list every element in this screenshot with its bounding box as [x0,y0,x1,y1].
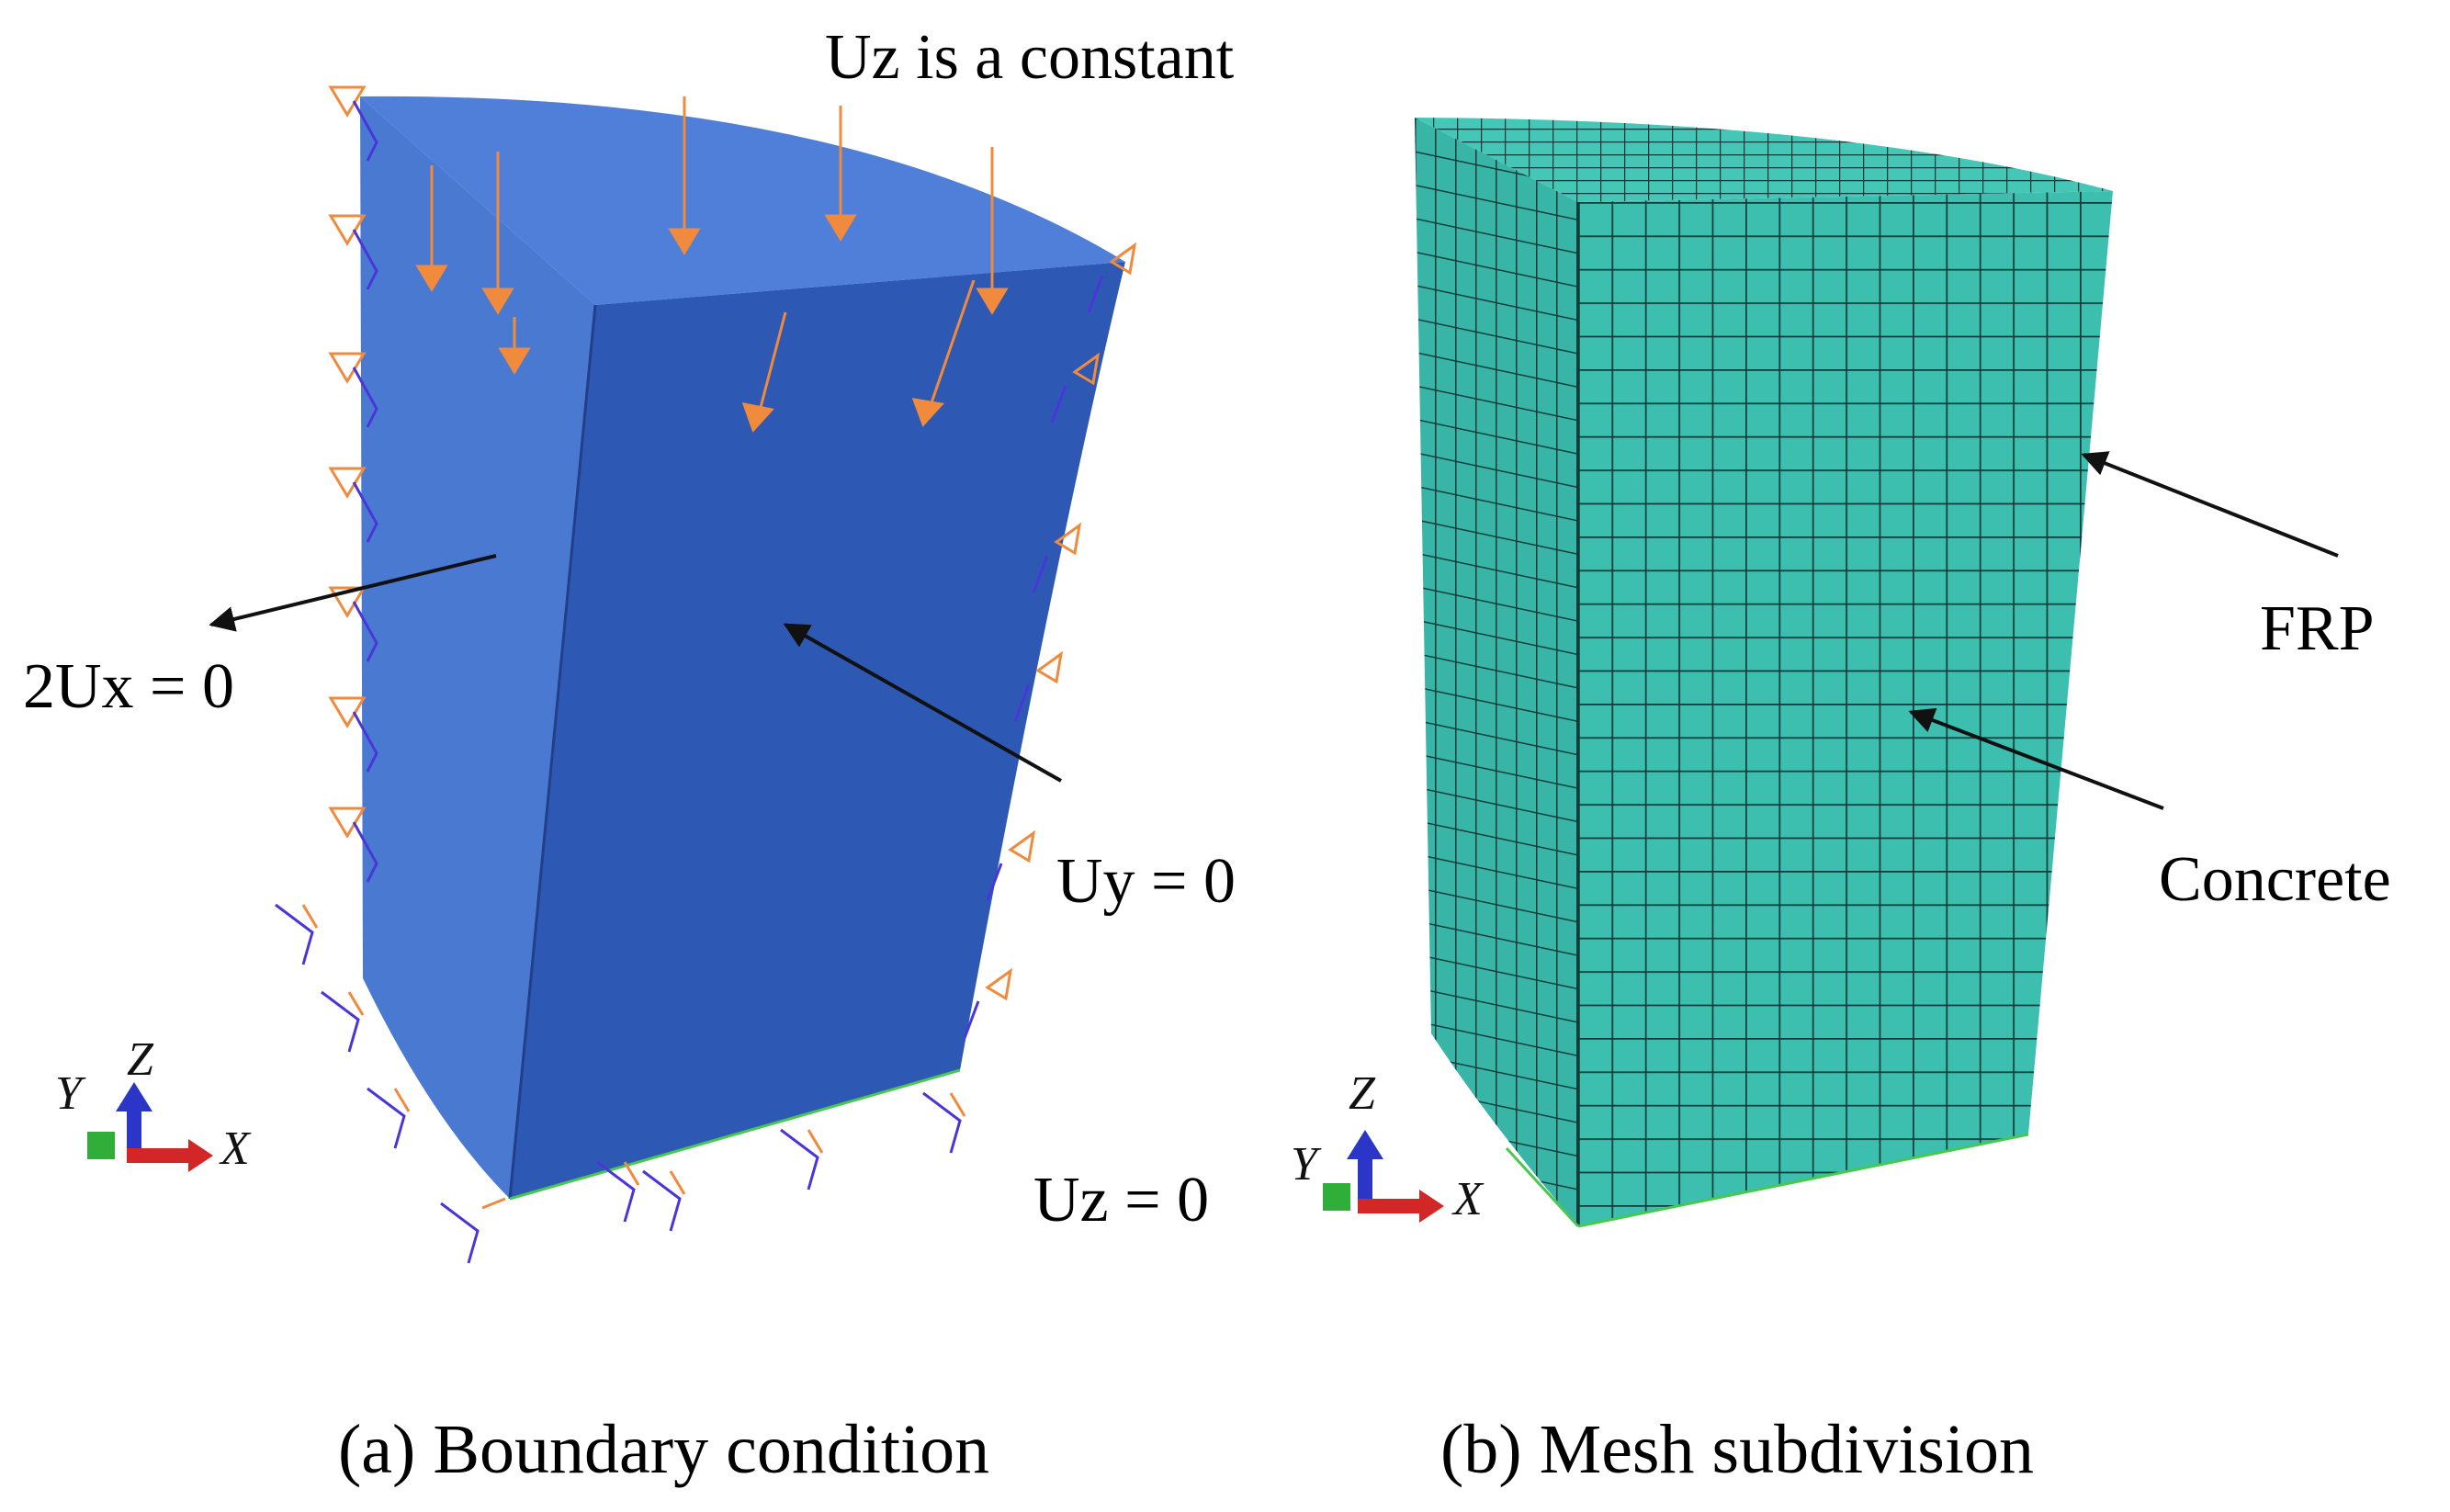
axis-z-label-a: Z [127,1033,153,1086]
axis-triad-a [87,1082,213,1172]
2ux-label: 2Ux = 0 [23,651,235,722]
boundary-model [209,85,1137,1264]
mesh-front-face [1578,191,2113,1226]
mesh-model [1415,118,2339,1228]
uz-load-arrows [415,96,1009,433]
arrow-concrete [1908,707,2164,810]
axis-y-label-a: Y [55,1067,82,1120]
caption-a: (a) Boundary condition [338,1411,990,1488]
axis-z-label-b: Z [1349,1067,1375,1120]
axis-triad-b [1323,1130,1444,1223]
concrete-label: Concrete [2159,844,2391,915]
arrow-frp [2081,451,2339,558]
frp-label: FRP [2260,593,2375,664]
mesh-top-face [1415,118,2113,202]
bc-symbols-right [963,242,1137,1039]
mesh-side-face [1415,118,1578,1226]
bc-symbols-left [328,85,378,883]
uy-label: Uy = 0 [1056,846,1236,917]
uz-constant-label: Uz is a constant [825,22,1235,93]
curved-face [360,96,595,1199]
axis-x-label-b: X [1453,1173,1483,1225]
axis-x-label-a: X [220,1123,250,1175]
arrow-uy [783,623,1062,783]
bc-symbols-bottom [275,903,966,1264]
axis-y-label-b: Y [1291,1138,1317,1190]
uz-zero-label: Uz = 0 [1033,1165,1210,1236]
arrow-2ux [209,554,497,632]
top-face [360,96,1125,305]
front-face [510,262,1125,1199]
caption-b: (b) Mesh subdivision [1440,1411,2034,1488]
